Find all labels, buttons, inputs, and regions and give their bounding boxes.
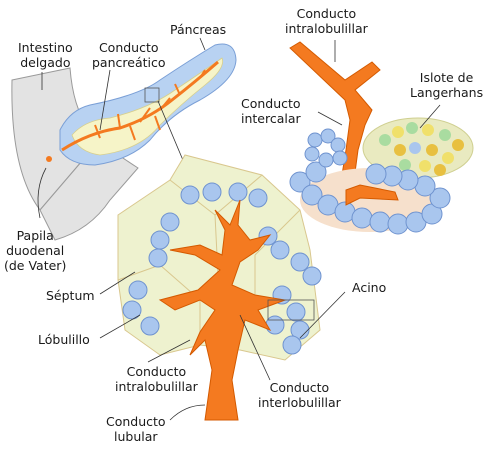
label-cl-line2: lubular [114,429,158,444]
label-papila: Papila duodenal (de Vater) [4,228,66,273]
label-cib-line1: Conducto [126,364,187,379]
label-acino: Acino [352,280,387,295]
zoom-box-acinus [267,299,315,321]
islet-of-langerhans [362,117,474,179]
pancreatic-duct-small [61,60,219,152]
label-cit-line2: intralobulillar [285,21,368,36]
label-lobulillo: Lóbulillo [38,332,90,347]
label-conducto-intralobulillar-bottom: Conducto intralobulillar [115,364,198,394]
intralobular-duct-top [289,41,381,196]
label-pancreas: Páncreas [170,22,227,37]
papila-pointer [37,167,47,219]
acinus-cells-large [289,161,451,235]
label-septum: Séptum [46,288,95,303]
pancreas-pointer [199,37,206,51]
acinus-cells-small [304,128,348,168]
label-conducto-interlobulillar: Conducto interlobulillar [258,380,341,410]
lobulillo-pointer [99,314,141,339]
label-cib-line2: intralobulillar [115,379,198,394]
label-islote-line1: Islote de [419,70,474,85]
zoom-line [157,100,186,166]
label-cil-line1: Conducto [269,380,330,395]
label-papila-line2: duodenal [6,243,65,258]
intercalar-pointer [317,111,343,126]
label-conducto-pancreatico-line2: pancreático [92,55,166,70]
label-islote-line2: Langerhans [410,85,484,100]
papilla-dot [46,156,52,162]
label-papila-line1: Papila [16,228,54,243]
label-conducto-lubular: Conducto lubular [106,414,166,444]
pancreatic-duct-branches [94,69,206,141]
label-conducto-pancreatico-line1: Conducto [98,40,159,55]
conducto-pancreatico-pointer [99,69,111,131]
label-intestino-line2: delgado [20,55,71,70]
interlobulillar-pointer [239,314,271,381]
label-conducto-pancreatico: Conducto pancreático [92,40,166,70]
label-cit-line1: Conducto [296,6,357,21]
leader-lines [37,37,346,421]
intestine-pancreas-illustration [11,43,237,241]
label-conducto-intercalar: Conducto intercalar [241,96,301,126]
label-cl-line1: Conducto [106,414,166,429]
islote-pointer [419,104,441,129]
zoom-box [144,87,160,103]
label-ci-line2: intercalar [241,111,301,126]
acini-small [122,182,322,355]
lubular-pointer [169,404,206,421]
acino-pointer [299,291,346,339]
label-ci-line1: Conducto [241,96,301,111]
intercalated-duct [345,184,399,206]
label-intestino: Intestino delgado [18,40,73,70]
septum-pointer [99,271,136,295]
label-papila-line3: (de Vater) [4,258,67,273]
intralobulillar-bottom-pointer [147,339,191,363]
label-conducto-intralobulillar-top: Conducto intralobulillar [285,6,368,36]
label-intestino-line1: Intestino [18,40,73,55]
label-islote: Islote de Langerhans [410,70,483,100]
acinus-islet-illustration [289,40,474,235]
lobule-tree-illustration [117,154,322,421]
label-cil-line2: interlobulillar [258,395,341,410]
lobular-duct-tree [158,199,287,421]
